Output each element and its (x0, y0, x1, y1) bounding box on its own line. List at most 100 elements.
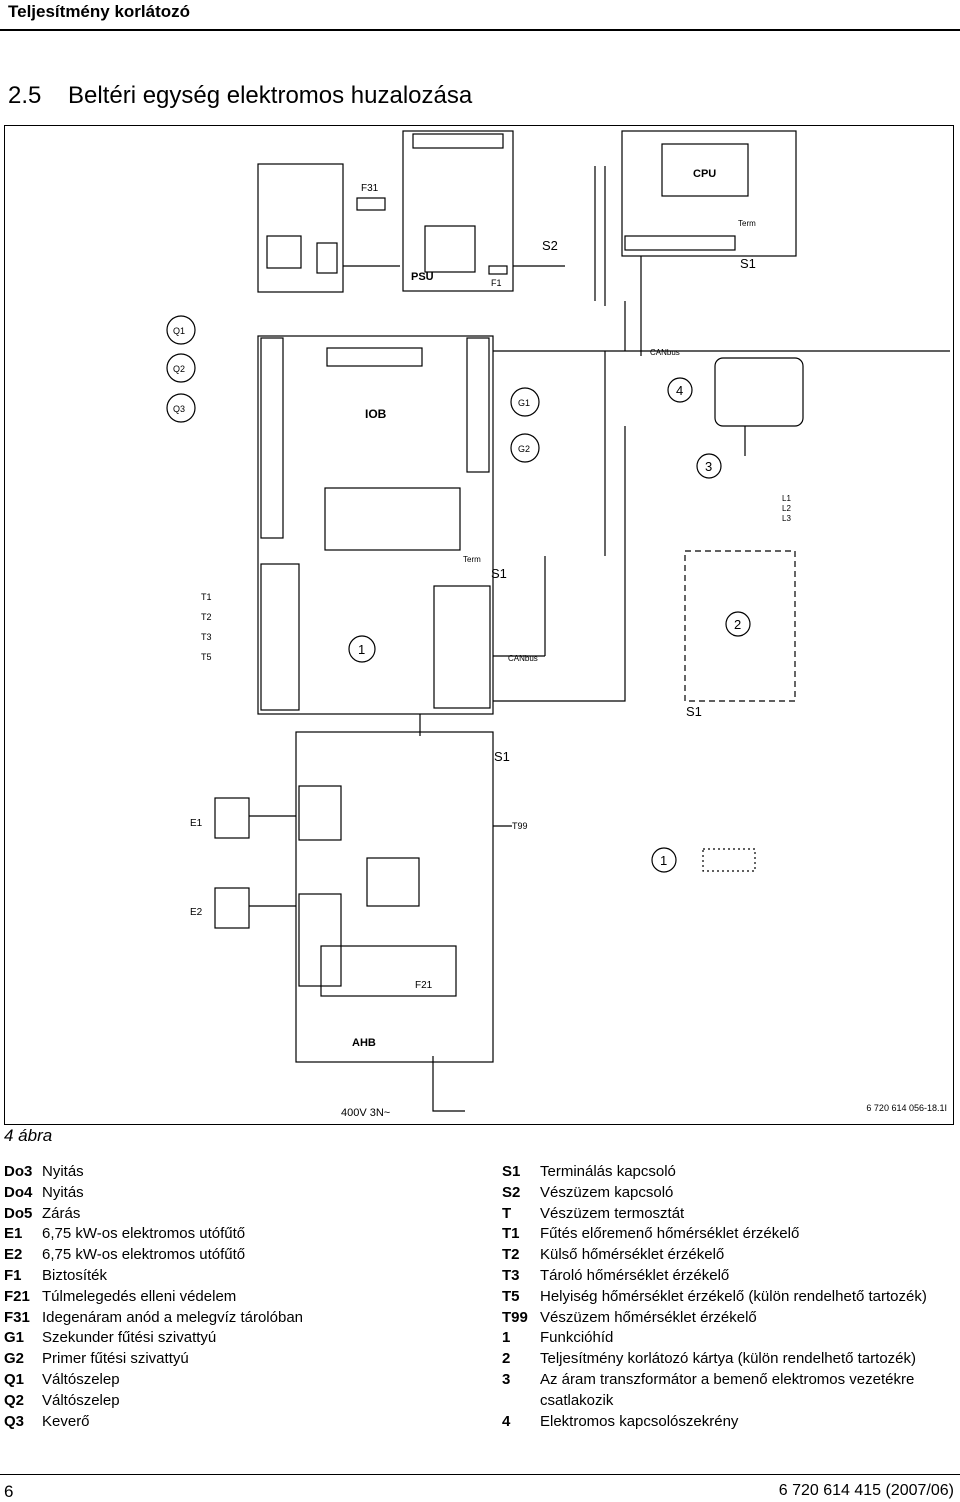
f31-fuse (356, 197, 386, 211)
legend-text: Keverő (42, 1412, 90, 1430)
l1-label: L1 (782, 494, 791, 503)
e2-label: E2 (190, 907, 203, 918)
legend-text: Teljesítmény korlátozó kártya (külön ren… (540, 1350, 917, 1368)
f1-fuse-psu (488, 265, 508, 275)
legend-key: F1 (4, 1266, 22, 1284)
q2-label: Q2 (173, 364, 185, 374)
section-number: 2.5 (8, 82, 42, 109)
e1-label: E1 (190, 818, 203, 829)
wiring-diagram: F31 PSU F1 S2 CPU Term S1 Q1 Q2 Q3 IOB G… (4, 125, 954, 1125)
legend-key: S1 (502, 1163, 521, 1180)
page-footer: 6 6 720 614 415 (2007/06) (0, 1474, 960, 1502)
legend-text: Vészüzem termosztát (540, 1204, 685, 1222)
legend-row: Do5 Zárás (4, 1204, 484, 1225)
legend-text: Terminálás kapcsoló (540, 1163, 676, 1180)
legend-text: Túlmelegedés elleni védelem (42, 1287, 237, 1305)
legend-key: Q2 (4, 1391, 25, 1409)
legend-text: Tároló hőmérséklet érzékelő (540, 1266, 730, 1284)
supply-label: 400V 3N~ (341, 1107, 390, 1119)
legend-key: T5 (502, 1287, 520, 1305)
electrical-cabinet (714, 357, 804, 427)
legend-key: G2 (4, 1350, 25, 1368)
legend-text: Szekunder fűtési szivattyú (42, 1329, 217, 1347)
document-number: 6 720 614 415 (2007/06) (778, 1482, 954, 1499)
legend-row: Q1 Váltószelep (4, 1370, 484, 1391)
legend-text: Funkcióhíd (540, 1329, 614, 1347)
canbus-label-iob: CANbus (508, 654, 538, 663)
legend-text: Biztosíték (42, 1266, 108, 1284)
ahb-board (295, 731, 494, 1063)
q1-label: Q1 (173, 326, 185, 336)
legend-row: F1 Biztosíték (4, 1266, 484, 1287)
legend-text: Az áram transzformátor a bemenő elektrom… (540, 1370, 915, 1409)
legend-text: Külső hőmérséklet érzékelő (540, 1246, 725, 1264)
legend-key: T99 (502, 1308, 528, 1326)
marker-3: 3 (705, 459, 712, 474)
page-number: 6 (4, 1482, 14, 1501)
pump-g2 (510, 433, 540, 463)
s1-label-cpu: S1 (740, 256, 756, 271)
header-rule (0, 29, 960, 31)
legend-text: Vészüzem kapcsoló (540, 1183, 674, 1201)
term-label-iob: Term (463, 555, 481, 564)
valve-q3 (166, 393, 196, 423)
legend-row: S1 Terminálás kapcsoló (502, 1162, 958, 1183)
legend-key: Do5 (4, 1204, 33, 1222)
legend-key: Do3 (4, 1163, 33, 1180)
legend-key: G1 (4, 1329, 25, 1347)
wiring-diagram-svg: F31 PSU F1 S2 CPU Term S1 Q1 Q2 Q3 IOB G… (166, 130, 950, 1119)
cpu-label: CPU (693, 168, 716, 180)
l3-label: L3 (782, 514, 791, 523)
legend-key: Q1 (4, 1370, 25, 1388)
section-title-text: Beltéri egység elektromos huzalozása (68, 82, 473, 109)
legend-text: Fűtés előremenő hőmérséklet érzékelő (540, 1225, 800, 1243)
anode-box (257, 163, 344, 293)
legend-row: G1 Szekunder fűtési szivattyú (4, 1328, 484, 1349)
valve-q1 (166, 315, 196, 345)
legend-text: Nyitás (42, 1183, 84, 1201)
legend-key: 2 (502, 1350, 511, 1368)
l2-label: L2 (782, 504, 791, 513)
legend-row: F21 Túlmelegedés elleni védelem (4, 1287, 484, 1308)
legend-row: T5 Helyiség hőmérséklet érzékelő (külön r… (502, 1287, 958, 1308)
legend-text: Elektromos kapcsolószekrény (540, 1412, 739, 1430)
legend-key: T1 (502, 1225, 520, 1243)
iob-label: IOB (365, 407, 387, 421)
s1-label-card: S1 (686, 704, 702, 719)
legend-key: F21 (4, 1287, 30, 1305)
legend-text: 6,75 kW-os elektromos utófűtő (42, 1225, 246, 1243)
section-title: 2.5 Beltéri egység elektromos huzalozása (8, 82, 472, 110)
legend-text: Váltószelep (42, 1370, 120, 1388)
legend-text: Váltószelep (42, 1391, 120, 1409)
psu-box (402, 130, 514, 292)
g2-label: G2 (518, 444, 530, 454)
legend-key: F31 (4, 1308, 30, 1326)
t5-label: T5 (201, 652, 212, 662)
t3-label: T3 (201, 632, 212, 642)
t1-label: T1 (201, 592, 212, 602)
legend-text: Zárás (42, 1204, 81, 1222)
marker-4: 4 (676, 383, 683, 398)
cpu-box (621, 130, 797, 257)
valve-q2 (166, 353, 196, 383)
s2-label: S2 (542, 238, 558, 253)
marker-1: 1 (358, 642, 365, 657)
power-limiter-card (684, 550, 796, 702)
function-bridge (702, 848, 756, 872)
ahb-label: AHB (352, 1037, 376, 1049)
f31-label: F31 (361, 183, 379, 194)
marker-2: 2 (734, 617, 741, 632)
legend-text: Helyiség hőmérséklet érzékelő (külön ren… (540, 1287, 927, 1305)
legend-key: E2 (4, 1246, 23, 1264)
